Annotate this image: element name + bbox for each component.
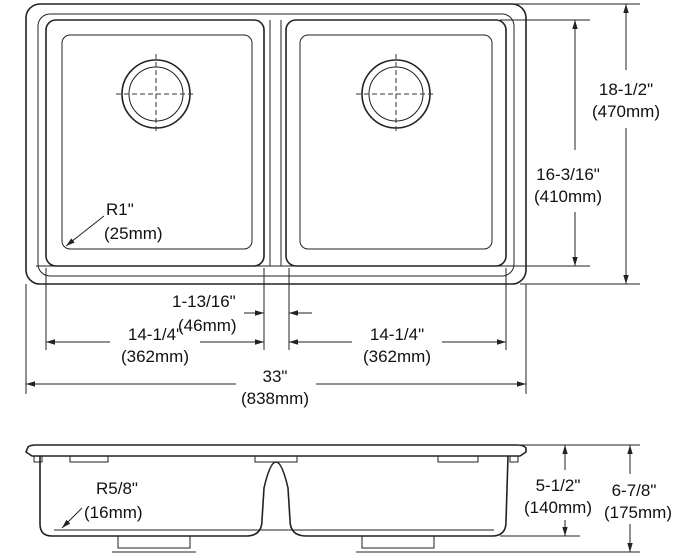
mounting-clip-icons bbox=[33, 455, 519, 463]
right-bowl-width-dimension: 14-1/4" (362mm) bbox=[289, 325, 506, 366]
corner-radius-imperial: R1" bbox=[106, 200, 134, 219]
left-bowl-floor bbox=[61, 34, 253, 250]
divider-width-dimension: 1-13/16" (46mm) bbox=[172, 292, 312, 335]
bowl-height-dimension: 5-1/2" (140mm) bbox=[524, 445, 592, 536]
bowls-profile bbox=[39, 455, 509, 537]
left-bowl-width-dimension: 14-1/4" (362mm) bbox=[46, 325, 264, 366]
left-bowl-width-metric: (362mm) bbox=[121, 347, 189, 366]
corner-radius-metric: (25mm) bbox=[104, 224, 163, 243]
plan-view: R1" (25mm) 1-13/16" (46mm) 14-1/4" (362m… bbox=[25, 3, 660, 408]
left-drain-profile bbox=[117, 536, 191, 549]
overall-height-metric: (175mm) bbox=[604, 503, 672, 522]
right-bowl bbox=[285, 19, 507, 267]
bowl-height-metric: (140mm) bbox=[524, 498, 592, 517]
bottom-radius-metric: (16mm) bbox=[84, 503, 143, 522]
right-bowl-width-metric: (362mm) bbox=[363, 347, 431, 366]
overall-width-metric: (838mm) bbox=[241, 389, 309, 408]
corner-radius-leader: R1" (25mm) bbox=[65, 200, 163, 247]
bowl-depth-metric: (410mm) bbox=[534, 187, 602, 206]
side-view: R5/8" (16mm) 5-1/2" (140mm) 6-7/8" (175m… bbox=[25, 444, 672, 553]
right-bowl-width-imperial: 14-1/4" bbox=[370, 325, 424, 344]
left-bowl-width-imperial: 14-1/4" bbox=[128, 325, 182, 344]
left-bowl bbox=[45, 19, 265, 267]
bowl-height-imperial: 5-1/2" bbox=[536, 476, 581, 495]
bottom-radius-leader: R5/8" (16mm) bbox=[61, 479, 143, 529]
divider-width-metric: (46mm) bbox=[178, 316, 237, 335]
right-drain-profile bbox=[361, 536, 435, 549]
sink-flange bbox=[25, 444, 527, 457]
overall-depth-imperial: 18-1/2" bbox=[599, 80, 653, 99]
overall-width-dimension: 33" (838mm) bbox=[26, 367, 526, 408]
bowl-depth-dimension: 16-3/16" (410mm) bbox=[534, 20, 602, 266]
sink-outer-rim bbox=[25, 3, 527, 285]
left-drain-icon bbox=[116, 54, 196, 134]
overall-depth-dimension: 18-1/2" (470mm) bbox=[592, 4, 660, 284]
overall-height-dimension: 6-7/8" (175mm) bbox=[604, 445, 672, 552]
sink-inner-rim bbox=[37, 13, 515, 277]
overall-width-imperial: 33" bbox=[263, 367, 288, 386]
divider-width-imperial: 1-13/16" bbox=[172, 292, 236, 311]
bottom-radius-imperial: R5/8" bbox=[96, 479, 138, 498]
right-drain-icon bbox=[356, 54, 436, 134]
right-bowl-floor bbox=[299, 34, 493, 250]
bowl-depth-imperial: 16-3/16" bbox=[536, 165, 600, 184]
overall-height-imperial: 6-7/8" bbox=[612, 481, 657, 500]
overall-depth-metric: (470mm) bbox=[592, 102, 660, 121]
